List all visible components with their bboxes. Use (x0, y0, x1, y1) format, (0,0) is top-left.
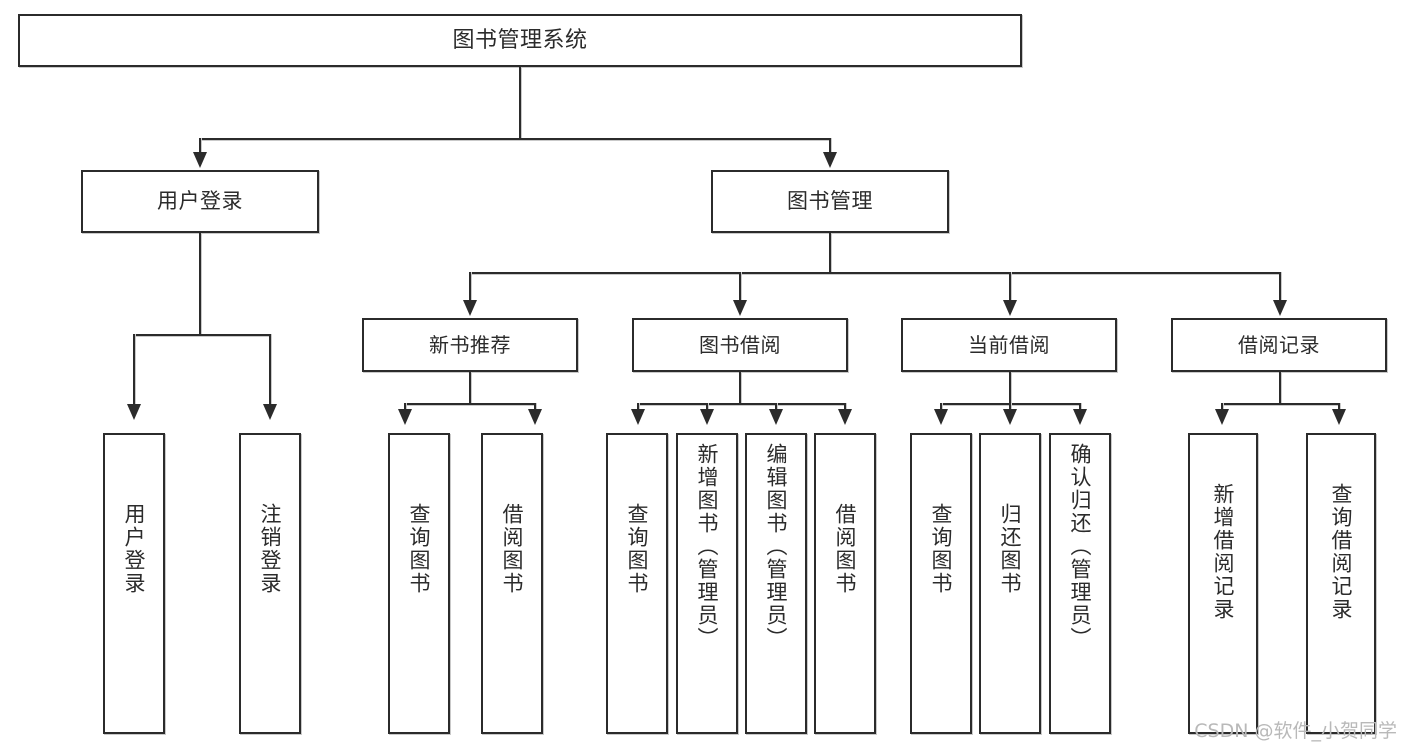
connector-br-stem (1279, 372, 1281, 404)
arrowhead-to-user-login (193, 152, 207, 168)
node-label: 图书借阅 (699, 332, 781, 357)
node-label: 借阅记录 (1238, 332, 1320, 357)
arrowhead-to-book-borrow (733, 300, 747, 316)
node-root-book-management-system[interactable]: 图书管理系统 (18, 14, 1022, 67)
leaf-bb-borrow-book[interactable]: 借阅图书 (814, 433, 876, 734)
arrowhead-to-leaf-user-login (127, 404, 141, 420)
leaf-br-query-record[interactable]: 查询借阅记录 (1306, 433, 1376, 734)
leaf-bb-query-book[interactable]: 查询图书 (606, 433, 668, 734)
connector-cb-stem (1009, 372, 1011, 404)
node-label: 归还图书 (998, 503, 1023, 595)
arrowhead-nbr-borrow-book (528, 409, 542, 425)
arrowhead-to-new-book-recommend (463, 300, 477, 316)
node-label: 查询图书 (625, 503, 650, 595)
arrowhead-to-leaf-logout (263, 404, 277, 420)
node-borrow-records[interactable]: 借阅记录 (1171, 318, 1387, 372)
connector-br-to-leaf-1 (1221, 403, 1223, 412)
connector-root-stem (519, 67, 521, 139)
node-book-management[interactable]: 图书管理 (711, 170, 949, 233)
connector-root-to-book-management (829, 138, 831, 156)
connector-nbr-bar (404, 403, 535, 405)
node-label: 图书管理 (787, 189, 873, 214)
leaf-logout[interactable]: 注销登录 (239, 433, 301, 734)
arrowhead-bb-add-book (700, 409, 714, 425)
arrowhead-cb-query-book (934, 409, 948, 425)
node-current-borrow[interactable]: 当前借阅 (901, 318, 1117, 372)
arrowhead-to-current-borrow (1003, 300, 1017, 316)
connector-user-login-stem (199, 233, 201, 335)
connector-user-login-to-leaf-1 (133, 334, 135, 407)
arrowhead-to-borrow-records (1273, 300, 1287, 316)
leaf-cb-confirm-return[interactable]: 确认归还（管理员） (1049, 433, 1111, 734)
connector-br-bar (1221, 403, 1338, 405)
node-label: 新书推荐 (429, 332, 511, 357)
node-label: 借阅图书 (833, 503, 858, 595)
arrowhead-bb-edit-book (769, 409, 783, 425)
connector-bm-to-new-books (469, 272, 471, 304)
connector-book-management-bar (469, 272, 1280, 274)
connector-book-management-stem (829, 233, 831, 273)
node-label: 新增图书（管理员） (695, 443, 720, 650)
leaf-bb-add-book[interactable]: 新增图书（管理员） (676, 433, 738, 734)
connector-bm-to-borrow-records (1279, 272, 1281, 304)
node-label: 用户登录 (122, 503, 147, 595)
connector-br-to-leaf-2 (1338, 403, 1340, 412)
node-label: 确认归还（管理员） (1068, 443, 1093, 650)
node-label: 当前借阅 (968, 332, 1050, 357)
node-label: 借阅图书 (500, 503, 525, 595)
node-label: 编辑图书（管理员） (764, 443, 789, 650)
arrowhead-bb-query-book (631, 409, 645, 425)
connector-nbr-stem (469, 372, 471, 404)
leaf-user-login[interactable]: 用户登录 (103, 433, 165, 734)
connector-bb-to-leaf-2 (706, 403, 708, 412)
connector-user-login-to-leaf-2 (269, 334, 271, 407)
leaf-bb-edit-book[interactable]: 编辑图书（管理员） (745, 433, 807, 734)
node-book-borrow[interactable]: 图书借阅 (632, 318, 848, 372)
node-user-login[interactable]: 用户登录 (81, 170, 319, 233)
connector-user-login-bar (133, 334, 269, 336)
node-label: 查询图书 (929, 503, 954, 595)
node-label: 注销登录 (258, 503, 283, 595)
leaf-cb-query-book[interactable]: 查询图书 (910, 433, 972, 734)
node-label: 图书管理系统 (452, 27, 588, 53)
connector-bm-to-current-borrow (1009, 272, 1011, 304)
arrowhead-to-book-management (823, 152, 837, 168)
connector-cb-to-leaf-3 (1079, 403, 1081, 412)
connector-bb-to-leaf-1 (637, 403, 639, 412)
connector-cb-to-leaf-2 (1009, 403, 1011, 412)
node-label: 用户登录 (157, 189, 243, 214)
arrowhead-br-query-record (1332, 409, 1346, 425)
connector-bb-to-leaf-4 (844, 403, 846, 412)
connector-nbr-to-leaf-2 (534, 403, 536, 412)
leaf-nbr-query-book[interactable]: 查询图书 (388, 433, 450, 734)
arrowhead-cb-confirm-return (1073, 409, 1087, 425)
arrowhead-bb-borrow-book (838, 409, 852, 425)
node-label: 查询图书 (407, 503, 432, 595)
arrowhead-nbr-query-book (398, 409, 412, 425)
arrowhead-cb-return-book (1003, 409, 1017, 425)
node-label: 查询借阅记录 (1329, 483, 1354, 621)
connector-bm-to-book-borrow (739, 272, 741, 304)
connector-root-to-user-login (199, 138, 201, 156)
arrowhead-br-add-record (1215, 409, 1229, 425)
leaf-cb-return-book[interactable]: 归还图书 (979, 433, 1041, 734)
connector-nbr-to-leaf-1 (404, 403, 406, 412)
node-label: 新增借阅记录 (1211, 483, 1236, 621)
node-new-book-recommend[interactable]: 新书推荐 (362, 318, 578, 372)
connector-bb-bar (637, 403, 845, 405)
leaf-br-add-record[interactable]: 新增借阅记录 (1188, 433, 1258, 734)
connector-root-bar (199, 138, 831, 140)
connector-cb-to-leaf-1 (940, 403, 942, 412)
connector-bb-stem (739, 372, 741, 404)
leaf-nbr-borrow-book[interactable]: 借阅图书 (481, 433, 543, 734)
connector-bb-to-leaf-3 (775, 403, 777, 412)
